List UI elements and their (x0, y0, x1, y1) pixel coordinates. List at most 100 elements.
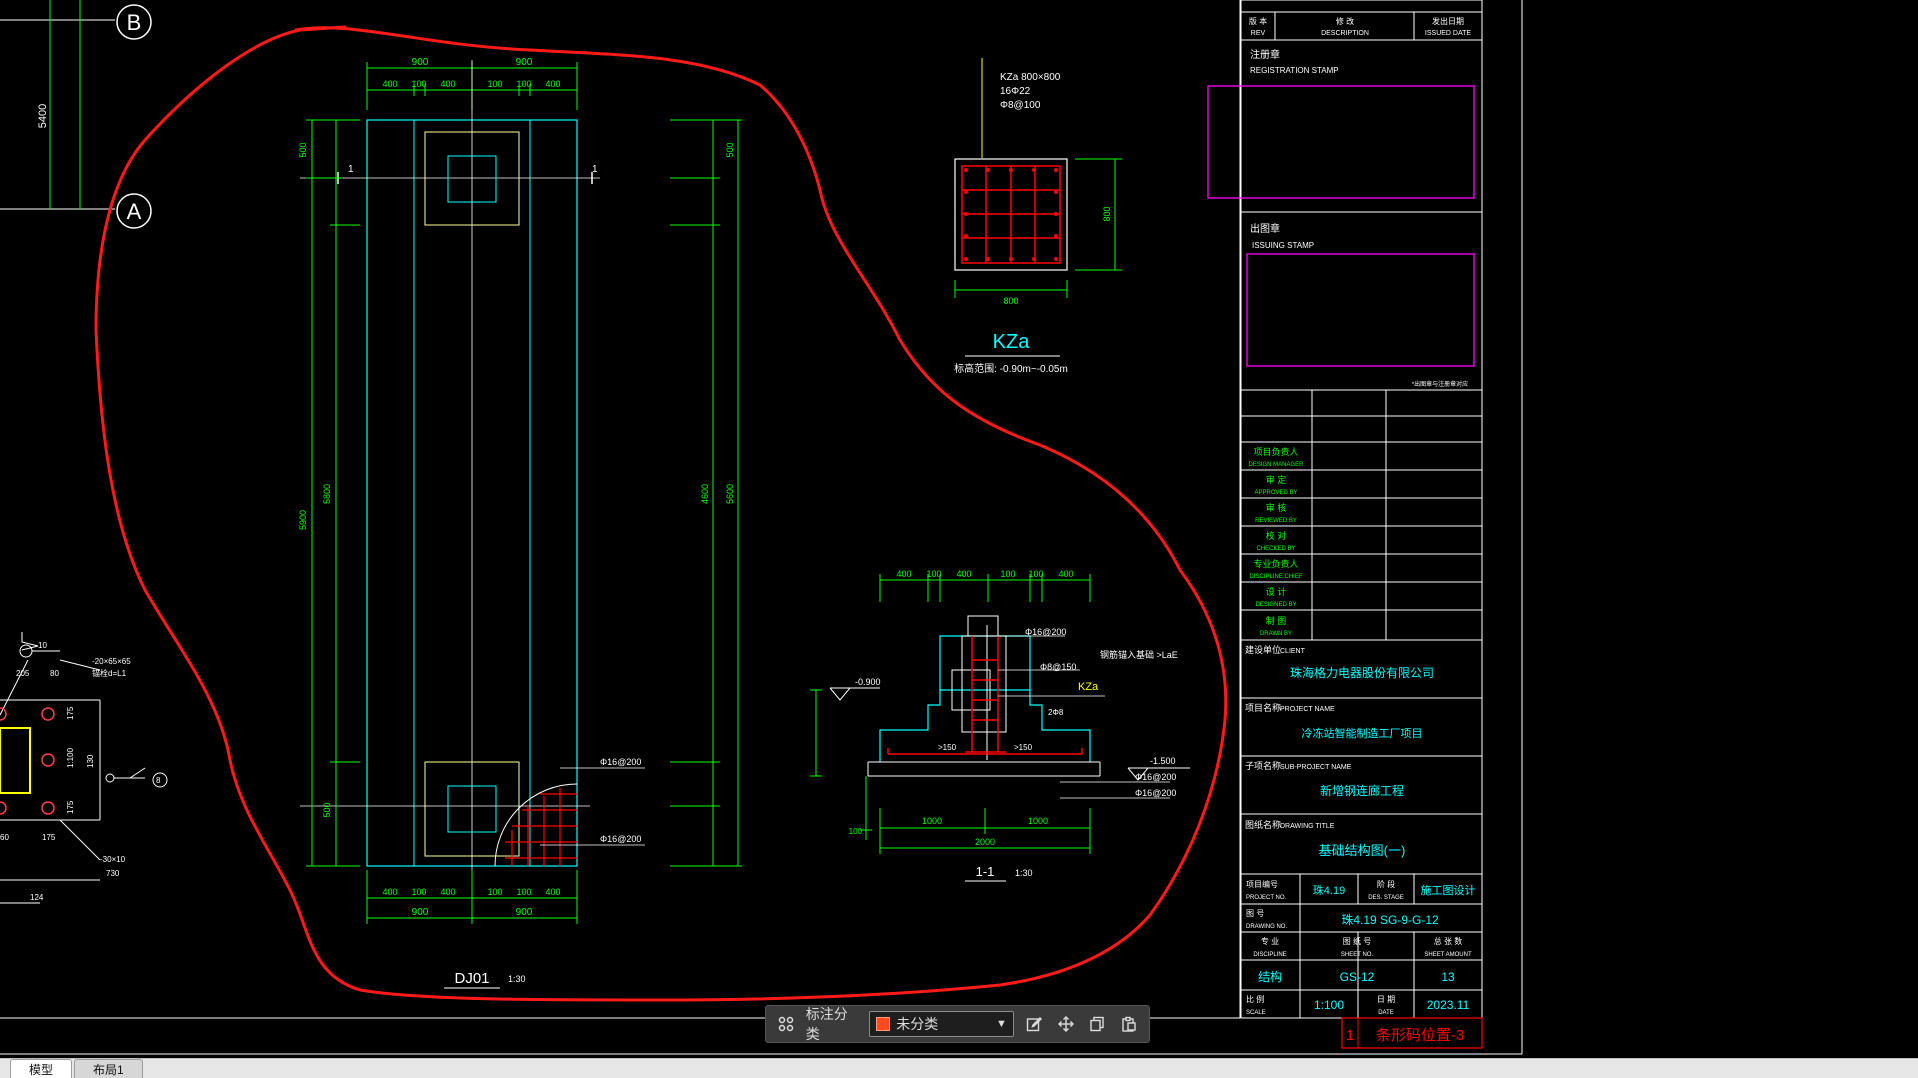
rebar-quadrant (494, 767, 645, 867)
tb-role-6-en: DESIGNED BY (1255, 602, 1296, 608)
tb-sheet-no-label: 图 纸 号 (1343, 936, 1371, 946)
dim-top-sub-3: 400 (440, 79, 455, 89)
column-title: KZa (993, 331, 1031, 353)
tb-drawing-no-label: 图 号 (1246, 909, 1264, 918)
tb-header-en-1: REV (1251, 30, 1266, 37)
s11-top-dim-2: 100 (926, 569, 941, 579)
dim-bottom-sub-5: 100 (516, 887, 531, 897)
dim-bottom-1: 900 (412, 907, 429, 918)
tb-drawing-title-value: 基础结构图(一) (1319, 843, 1406, 858)
tb-drawing-no-label-en: DRAWING NO. (1246, 924, 1287, 930)
ld-label-15: 124 (30, 893, 44, 902)
tb-role-7: 制 图 (1266, 615, 1287, 626)
tb-stamp-note: *出图章与注册章对应 (1412, 380, 1468, 388)
rebar-label-1: Φ16@200 (600, 757, 641, 767)
ld-label-1: -20×65×65 (92, 657, 131, 666)
tab-model-label: 模型 (29, 1062, 54, 1077)
tb-scale-value: 1:100 (1314, 998, 1344, 1012)
s11-title: 1-1 (976, 864, 995, 879)
footing-left-dims (306, 119, 360, 867)
dim-top-sub-6: 400 (545, 79, 560, 89)
ld-label-3: 205 (16, 669, 30, 678)
grid-bubble-a (116, 193, 152, 229)
tb-header-2: 修 改 (1336, 16, 1354, 26)
tb-issue-stamp-en: ISSUING STAMP (1252, 241, 1314, 250)
s11-small-dim-2: >150 (938, 743, 957, 752)
tb-role-7-en: DRAWN BY (1260, 631, 1292, 637)
s11-elev-bottom: -1.500 (1150, 756, 1176, 766)
dim-bottom-2: 900 (516, 907, 533, 918)
tb-subproject-value: 新增钢连廊工程 (1320, 783, 1404, 798)
tb-role-3-en: REVIEWED BY (1255, 518, 1297, 524)
dim-bottom-sub-3: 400 (440, 887, 455, 897)
tb-stage-value: 施工图设计 (1421, 884, 1476, 897)
paste-icon[interactable] (1117, 1012, 1141, 1036)
dim-right-2: 5600 (725, 484, 735, 504)
dim-bottom-sub-1: 400 (382, 887, 397, 897)
tab-model[interactable]: 模型 (10, 1059, 73, 1078)
tb-client-value: 珠海格力电器股份有限公司 (1290, 665, 1434, 680)
grid-label-b: B (127, 10, 142, 35)
move-icon[interactable] (1054, 1012, 1078, 1036)
tb-role-1-en: DESIGN MANAGER (1248, 462, 1304, 468)
tab-layout1[interactable]: 布局1 (74, 1059, 143, 1078)
s11-bar-label-2: Φ8@150 (1040, 662, 1076, 672)
s11-bar-label-1: Φ16@200 (1025, 627, 1066, 637)
footing-right-dims (670, 119, 742, 867)
ld-label-6: 1:100 (66, 747, 75, 768)
dim-top-sub-5: 100 (516, 79, 531, 89)
tb-header-3: 发出日期 (1432, 16, 1464, 26)
dim-top-sub-1: 400 (382, 79, 397, 89)
ld-label-7: 130 (86, 754, 95, 768)
ld-label-10: 730 (106, 869, 120, 878)
dim-right-3: 500 (725, 142, 735, 157)
tb-drawing-no-value: 珠4.19 SG-9-G-12 (1341, 913, 1439, 927)
barcode-box (1341, 1017, 1483, 1049)
grid-icon[interactable] (774, 1012, 798, 1036)
copy-icon[interactable] (1085, 1012, 1109, 1036)
s11-top-dim-5: 100 (1028, 569, 1043, 579)
tb-role-6: 设 计 (1266, 586, 1287, 597)
footing-plan-dj01: 900 900 400 100 400 100 100 400 1 1 (298, 57, 742, 989)
pedestal-bottom (424, 761, 520, 857)
s11-bottom-bar-1: Φ16@200 (1135, 772, 1176, 782)
tb-role-4: 校 对 (1266, 530, 1287, 541)
s11-top-dim-6: 400 (1058, 569, 1073, 579)
tb-stage-label-en: DES. STAGE (1368, 895, 1404, 901)
dim-left-3: 5800 (322, 484, 332, 504)
tb-sheet-no-value: GS-12 (1340, 970, 1375, 984)
chevron-down-icon: ▼ (996, 1018, 1007, 1030)
annotation-toolbar: 标注分类 未分类 ▼ (765, 1005, 1150, 1043)
tb-role-3: 审 核 (1266, 502, 1287, 513)
tb-issue-stamp: 出图章 (1250, 222, 1280, 235)
column-width-dim: 800 (1003, 296, 1018, 306)
barcode-num: 1 (1346, 1027, 1354, 1044)
tb-subproject-label-en: SUB-PROJECT NAME (1280, 764, 1352, 771)
ld-label-4: 80 (50, 669, 59, 678)
ld-label-8: 175 (66, 800, 75, 814)
s11-bottom-bar-2: Φ16@200 (1135, 788, 1176, 798)
ld-label-9: -30×10 (100, 855, 126, 864)
s11-note: 钢筋锚入基础 >LaE (1100, 649, 1178, 660)
s11-column-tag: KZa (1078, 681, 1099, 693)
tb-subproject-label: 子项名称 (1245, 760, 1281, 771)
tb-reg-stamp: 注册章 (1250, 48, 1280, 61)
annotation-category-select[interactable]: 未分类 ▼ (869, 1011, 1014, 1037)
rebar-label-2: Φ16@200 (600, 834, 641, 844)
s11-total-dim: 2000 (975, 837, 995, 847)
footing-bottom-dims (366, 870, 578, 924)
section-1-1: 400 100 400 100 100 400 (810, 569, 1190, 882)
tb-sheet-amount-value: 13 (1441, 970, 1455, 984)
tb-project-no-value: 珠4.19 (1313, 883, 1345, 897)
footing-scale: 1:30 (508, 974, 526, 984)
column-elevation-note: 标高范围: -0.90m~-0.05m (954, 362, 1068, 375)
edit-icon[interactable] (1022, 1012, 1046, 1036)
column-outline (954, 158, 1068, 271)
dim-bottom-sub-2: 100 (411, 887, 426, 897)
tab-layout1-label: 布局1 (93, 1062, 124, 1077)
dim-right-1: 4600 (700, 484, 710, 504)
freehand-annotation-outline[interactable] (94, 25, 1228, 1002)
dim-left-4: 500 (322, 802, 332, 817)
